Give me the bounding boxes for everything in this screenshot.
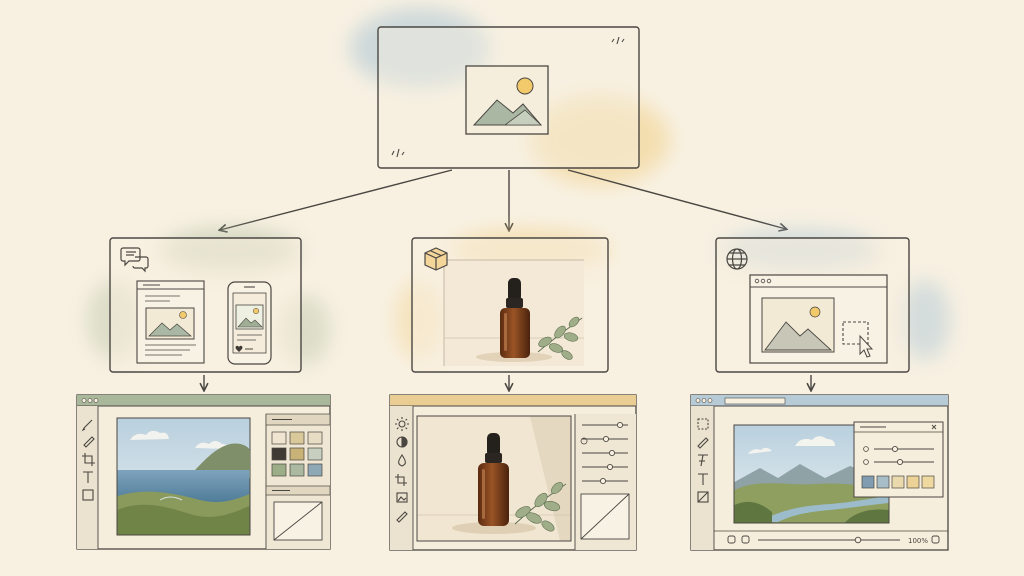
color-swatch[interactable] <box>289 463 305 477</box>
contrast-tool-icon[interactable] <box>396 436 408 448</box>
color-swatch[interactable] <box>271 431 287 445</box>
color-swatch[interactable] <box>876 475 890 489</box>
bottom-toolbar: 100% <box>727 535 940 545</box>
sky-wash <box>350 8 490 88</box>
crop-tool-icon[interactable] <box>395 474 407 486</box>
arrow-to-web <box>567 169 786 229</box>
editor-window-web: 100% <box>690 394 949 551</box>
editor-title-bar <box>77 395 330 406</box>
color-swatch[interactable] <box>307 463 323 477</box>
rectangle-tool-icon[interactable] <box>82 489 94 501</box>
selection-marquee <box>842 321 869 345</box>
arrow-to-social <box>220 169 453 230</box>
marquee-tool-icon[interactable] <box>697 418 709 430</box>
color-swatch[interactable] <box>307 447 323 461</box>
serum-bottle <box>500 278 530 358</box>
color-swatch[interactable] <box>906 475 920 489</box>
product-photo-canvas[interactable] <box>416 415 572 542</box>
color-swatch[interactable] <box>307 431 323 445</box>
color-swatch[interactable] <box>921 475 935 489</box>
social-post-mockup <box>136 280 205 364</box>
address-bar[interactable] <box>724 397 786 405</box>
slider-label-icon <box>863 459 869 465</box>
source-image-card <box>350 8 670 185</box>
valley-photo-canvas[interactable] <box>733 424 890 524</box>
editor-window-product <box>389 394 637 551</box>
color-swatch[interactable] <box>271 463 287 477</box>
browser-mockup <box>749 274 888 364</box>
pencil-tool-icon[interactable] <box>83 436 95 448</box>
brightness-tool-icon[interactable] <box>395 417 409 431</box>
color-swatch[interactable] <box>271 447 287 461</box>
image-adjust-tool-icon[interactable] <box>396 492 408 503</box>
type-tool-icon[interactable] <box>698 454 708 467</box>
eucalyptus-sprig <box>537 316 583 360</box>
chat-bubbles-icon <box>120 247 149 273</box>
web-banner-card <box>715 230 950 373</box>
slash-box-tool-icon[interactable] <box>697 491 709 503</box>
comment-icon[interactable] <box>727 535 736 544</box>
adjustment-sliders[interactable] <box>580 421 628 485</box>
droplet-tool-icon[interactable] <box>398 454 406 467</box>
slider-handle[interactable] <box>896 458 904 466</box>
pencil-tool-icon[interactable] <box>697 437 709 449</box>
editor-window-social <box>76 394 331 550</box>
slider-handle[interactable] <box>599 477 607 485</box>
editor-title-bar <box>390 395 636 406</box>
slider-label-icon <box>863 446 869 452</box>
color-swatch[interactable] <box>861 475 875 489</box>
color-swatch-grid[interactable] <box>271 431 323 477</box>
slider-handle[interactable] <box>606 463 614 471</box>
fullscreen-icon[interactable] <box>931 535 940 544</box>
curves-graph-panel[interactable] <box>273 501 323 541</box>
sky-wash-right <box>900 280 950 360</box>
slider-handle[interactable] <box>891 445 899 453</box>
text-tool-icon[interactable] <box>83 471 93 483</box>
slider-handle[interactable] <box>616 421 624 429</box>
social-media-card <box>87 228 330 373</box>
tool-sidebar <box>390 406 413 550</box>
phone-post-mockup <box>227 281 272 365</box>
color-swatch[interactable] <box>289 447 305 461</box>
floating-adjustment-panel[interactable] <box>853 421 944 498</box>
layers-icon[interactable] <box>741 535 750 544</box>
coast-photo-canvas[interactable] <box>116 417 251 536</box>
heart-icon <box>235 345 243 352</box>
crop-tool-icon[interactable] <box>82 453 95 466</box>
brush-tool-icon[interactable] <box>81 419 93 432</box>
panel-swatch-row[interactable] <box>861 475 935 489</box>
ochre-wash <box>530 95 670 185</box>
pencil-tool-icon[interactable] <box>396 511 408 523</box>
zoom-slider-handle[interactable] <box>854 536 862 544</box>
color-swatch[interactable] <box>289 431 305 445</box>
slider-label-icon <box>580 437 588 445</box>
landscape-image-icon <box>465 65 549 135</box>
color-swatch[interactable] <box>891 475 905 489</box>
product-photo-card <box>395 230 610 373</box>
slider-handle[interactable] <box>602 435 610 443</box>
globe-icon <box>726 248 748 270</box>
slider-handle[interactable] <box>608 449 616 457</box>
sparkle-mark-top <box>611 36 625 45</box>
curves-graph-panel[interactable] <box>580 493 630 540</box>
editor-title-bar <box>691 395 948 406</box>
cursor-arrow-icon <box>859 334 874 358</box>
zoom-level-label: 100% <box>908 537 928 545</box>
text-tool-icon[interactable] <box>698 473 708 485</box>
package-box-icon <box>424 247 448 271</box>
sparkle-mark-bottom <box>391 148 405 158</box>
panel-close-icon[interactable] <box>931 424 937 430</box>
panel-sliders[interactable] <box>863 445 934 466</box>
